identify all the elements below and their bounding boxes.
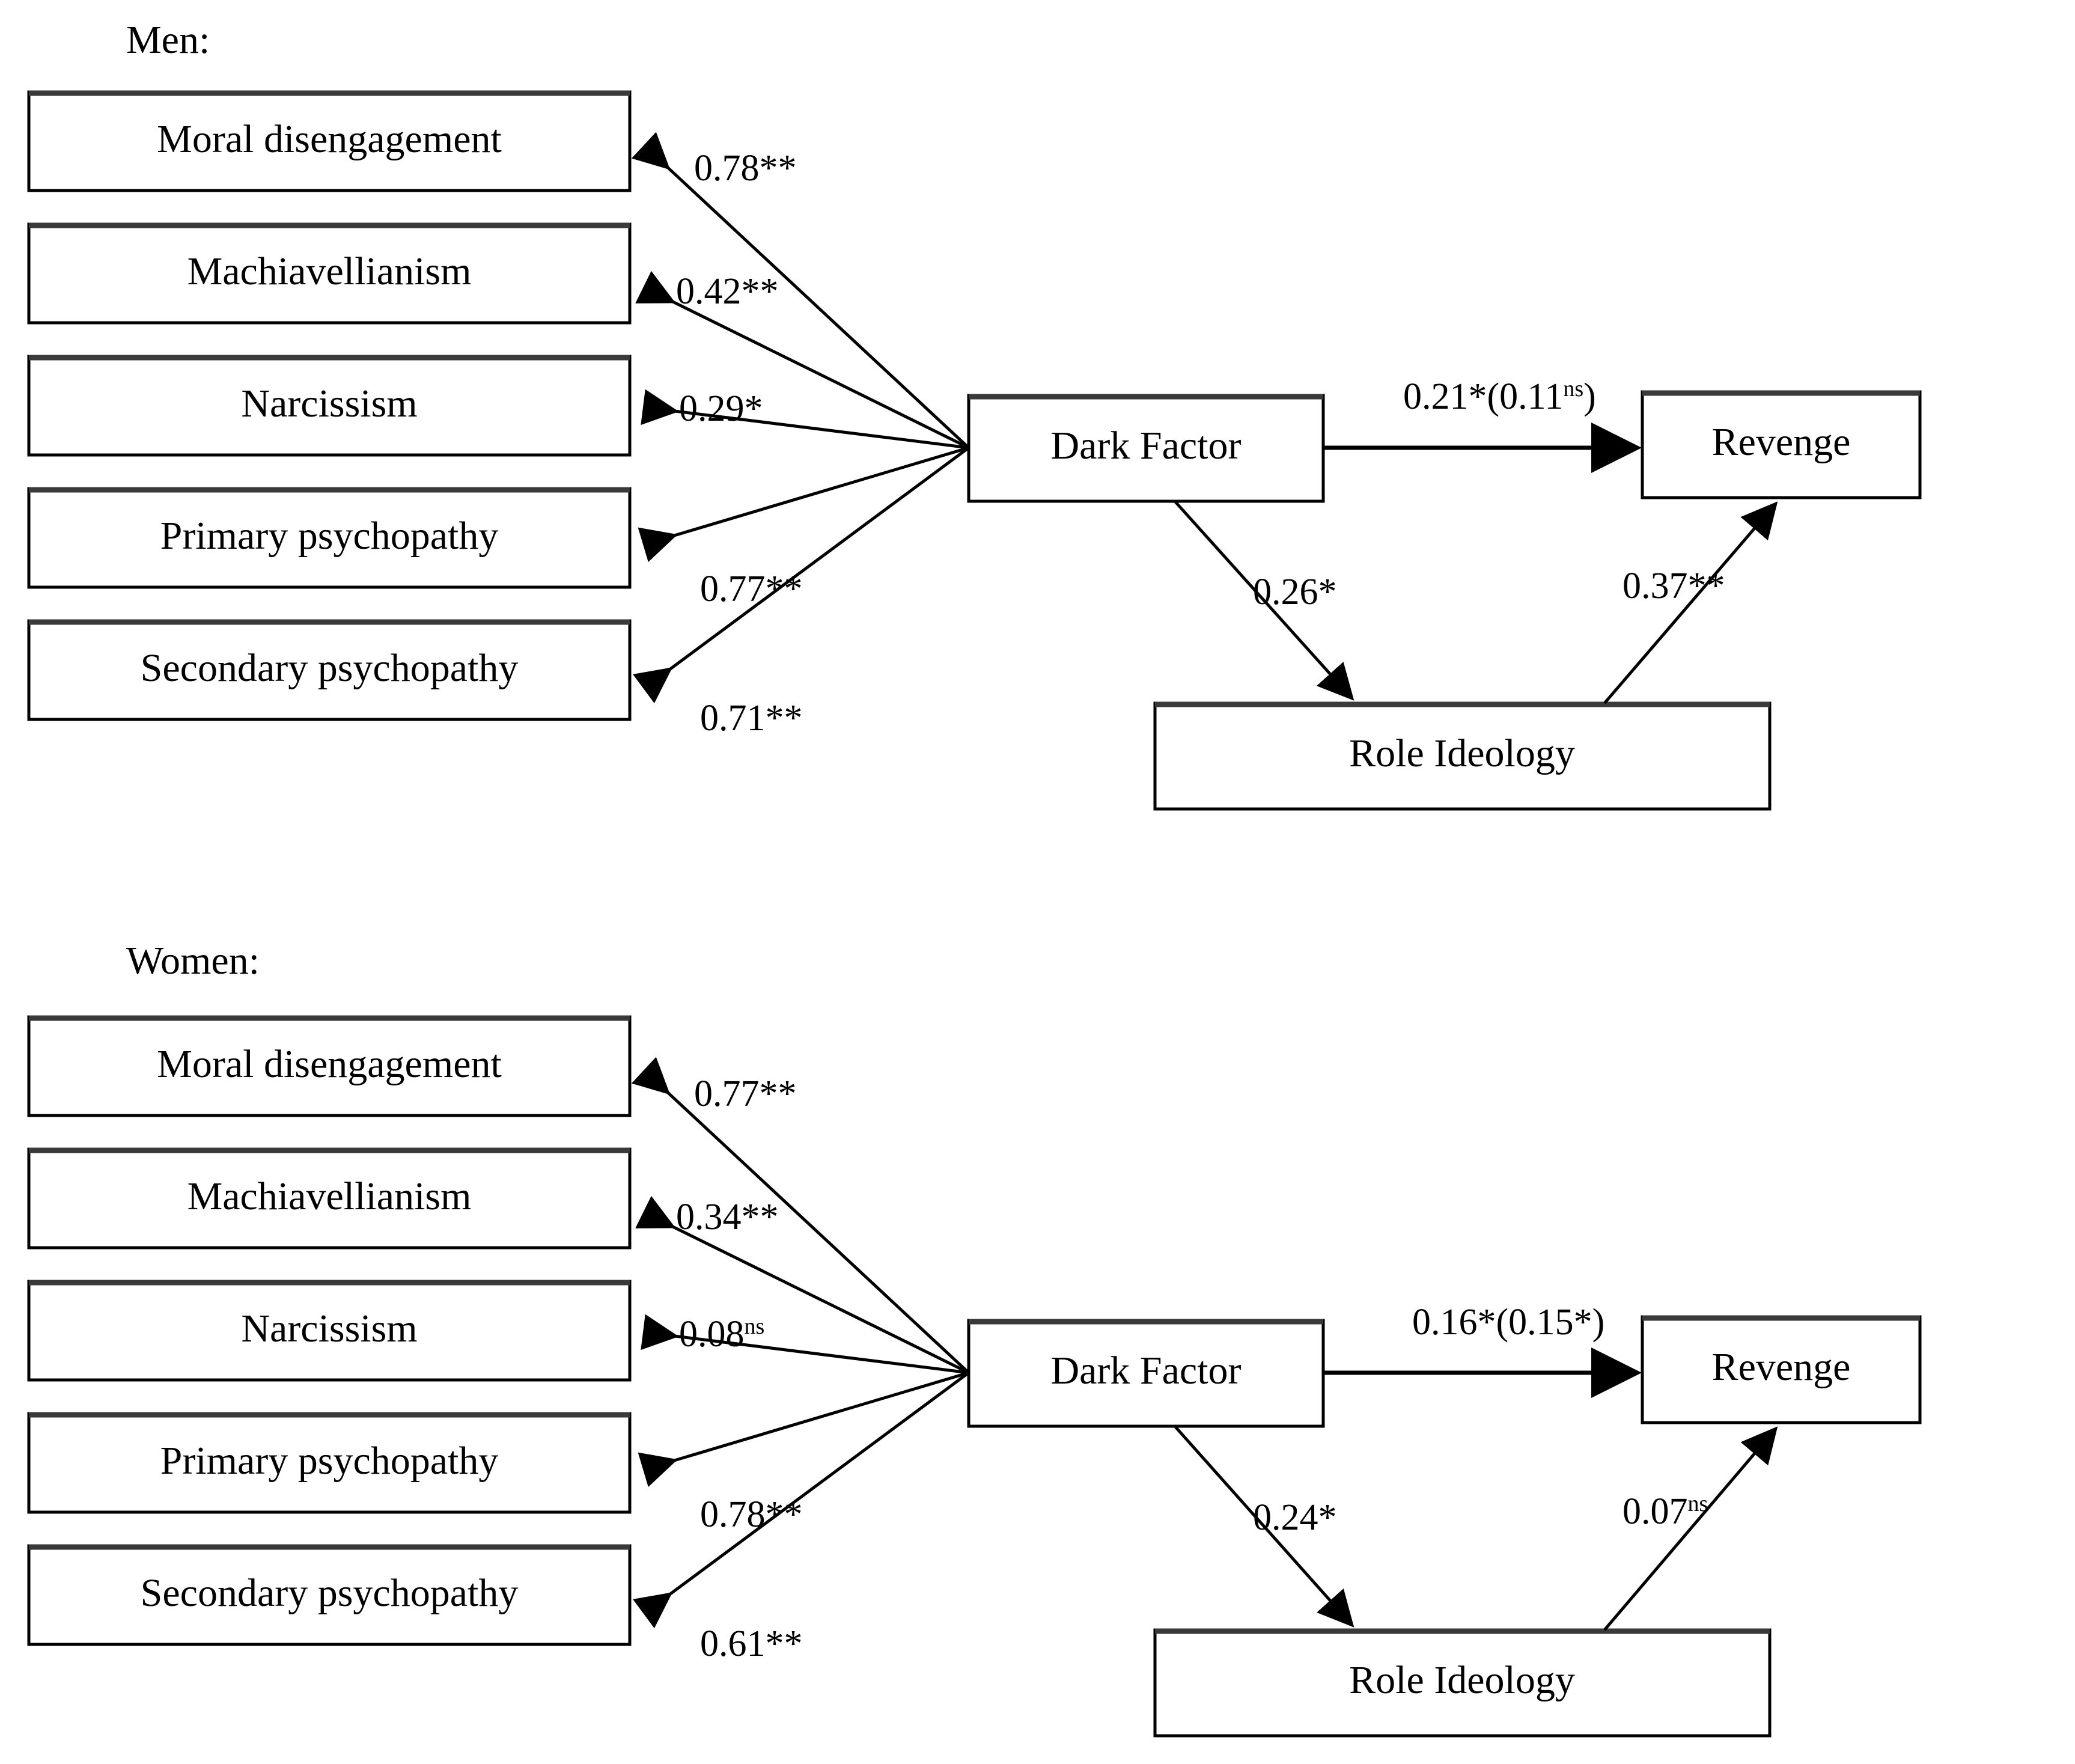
mediator-box-women[interactable]: Role Ideology — [1153, 1628, 1772, 1738]
loading-edge-men-1 — [635, 270, 970, 450]
indicator-label: Narcissism — [241, 382, 417, 426]
mediator-label: Role Ideology — [1349, 731, 1575, 775]
loading-edge-women-4 — [633, 1371, 970, 1629]
path-edge-men-role-revenge — [1603, 501, 1778, 704]
indicator-box-men-3[interactable]: Primary psychopathy — [27, 487, 632, 589]
panel-men: Men: Moral disengagement Machiavellianis… — [27, 18, 1922, 811]
indicator-label: Moral disengagement — [157, 1042, 502, 1086]
indicator-box-men-4[interactable]: Secondary psychopathy — [27, 619, 632, 721]
loading-edge-women-3 — [638, 1371, 969, 1488]
path-edge-women-role-revenge — [1603, 1426, 1778, 1631]
loading-edge-men-2 — [641, 389, 969, 450]
coef-men-loading-0: 0.78** — [694, 148, 797, 189]
indicator-box-men-2[interactable]: Narcissism — [27, 355, 632, 457]
indicator-label: Secondary psychopathy — [141, 1571, 519, 1615]
mediator-label: Role Ideology — [1349, 1658, 1575, 1702]
outcome-box-men[interactable]: Revenge — [1641, 390, 1922, 499]
indicator-label: Primary psychopathy — [160, 514, 499, 558]
latent-label: Dark Factor — [1050, 1349, 1241, 1393]
panel-women: Women: Moral disengagement Machiavellian… — [27, 939, 1922, 1738]
outcome-label: Revenge — [1712, 1345, 1851, 1389]
indicator-label: Machiavellianism — [187, 1174, 472, 1218]
coef-men-dark-revenge: 0.21*(0.11ns) — [1403, 376, 1596, 417]
loading-edge-women-2 — [641, 1314, 969, 1375]
coef-men-dark-role: 0.26* — [1253, 572, 1337, 612]
coef-women-dark-role: 0.24* — [1253, 1497, 1337, 1538]
coef-men-loading-3: 0.77** — [700, 569, 803, 609]
outcome-box-women[interactable]: Revenge — [1641, 1315, 1922, 1424]
indicator-label: Narcissism — [241, 1307, 417, 1350]
path-edge-men-dark-role — [1174, 500, 1354, 701]
loading-edge-men-0 — [631, 132, 970, 449]
indicator-box-women-0[interactable]: Moral disengagement — [27, 1015, 632, 1117]
coef-men-role-revenge: 0.37** — [1623, 566, 1725, 606]
loading-edge-women-0 — [631, 1057, 970, 1374]
indicator-box-men-0[interactable]: Moral disengagement — [27, 90, 632, 192]
indicator-label: Moral disengagement — [157, 117, 502, 161]
indicator-label: Machiavellianism — [187, 249, 472, 293]
panel-title-women: Women: — [126, 939, 260, 983]
loading-edge-women-1 — [635, 1195, 970, 1375]
loading-edge-men-4 — [633, 446, 970, 704]
coef-women-dark-revenge: 0.16*(0.15*) — [1412, 1302, 1604, 1343]
coef-women-loading-2: 0.08ns — [679, 1314, 764, 1355]
indicator-box-women-4[interactable]: Secondary psychopathy — [27, 1544, 632, 1646]
coef-men-loading-2: 0.29* — [679, 388, 763, 429]
coef-women-role-revenge: 0.07ns — [1623, 1491, 1708, 1532]
latent-box-women[interactable]: Dark Factor — [967, 1319, 1325, 1428]
indicator-label: Secondary psychopathy — [141, 646, 519, 690]
panel-title-men: Men: — [126, 18, 210, 62]
indicator-box-men-1[interactable]: Machiavellianism — [27, 222, 632, 325]
latent-box-men[interactable]: Dark Factor — [967, 394, 1325, 503]
mediator-box-men[interactable]: Role Ideology — [1153, 701, 1772, 811]
coef-women-loading-0: 0.77** — [694, 1073, 797, 1114]
loading-edge-men-3 — [638, 446, 969, 563]
latent-label: Dark Factor — [1050, 424, 1241, 468]
coef-women-loading-3: 0.78** — [700, 1494, 803, 1535]
path-edge-women-dark-role — [1174, 1425, 1354, 1628]
coef-women-loading-4: 0.61** — [700, 1623, 803, 1664]
coef-men-loading-1: 0.42** — [676, 271, 779, 312]
indicator-box-women-2[interactable]: Narcissism — [27, 1280, 632, 1382]
indicator-box-women-3[interactable]: Primary psychopathy — [27, 1412, 632, 1514]
indicator-label: Primary psychopathy — [160, 1439, 499, 1483]
coef-women-loading-1: 0.34** — [676, 1197, 779, 1238]
indicator-box-women-1[interactable]: Machiavellianism — [27, 1147, 632, 1250]
outcome-label: Revenge — [1712, 420, 1851, 464]
coef-men-loading-4: 0.71** — [700, 698, 803, 739]
